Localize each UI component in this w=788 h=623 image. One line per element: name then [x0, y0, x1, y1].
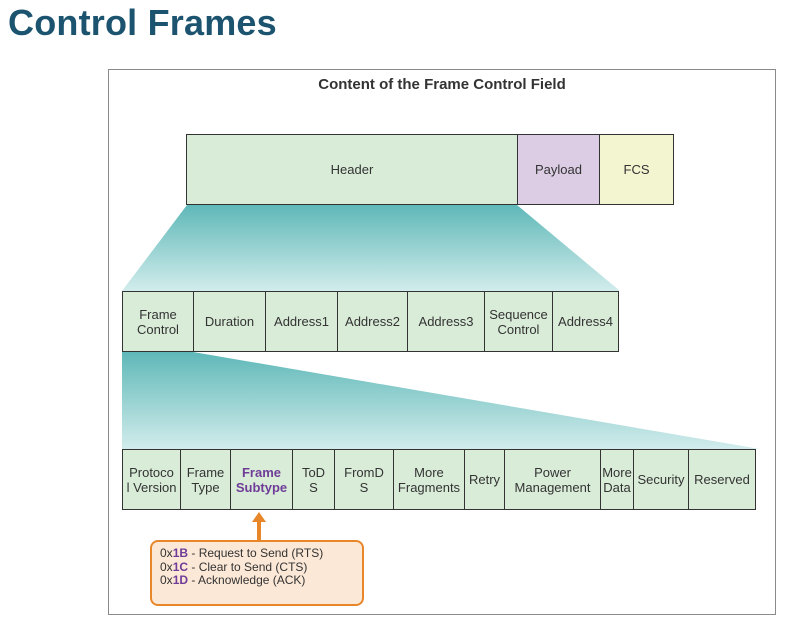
callout-text: - Clear to Send (CTS)	[188, 559, 308, 574]
callout-prefix: 0x	[160, 573, 173, 587]
header-field-address2: Address2	[337, 291, 408, 352]
header-field-address1: Address1	[265, 291, 338, 352]
header-field-address3: Address3	[407, 291, 485, 352]
callout-code: 1D	[172, 573, 189, 587]
frame-field-fcs: FCS	[599, 134, 674, 205]
frame-field-header: Header	[186, 134, 518, 205]
frame-control-expansion-funnel	[122, 352, 760, 449]
callout-code: 1C	[172, 559, 189, 574]
callout-prefix: 0x	[160, 546, 173, 560]
callout-text: - Request to Send (RTS)	[188, 546, 324, 560]
callout-line: 0x1D - Acknowledge (ACK)	[160, 573, 354, 588]
frame-control-field-retry: Retry	[464, 449, 505, 510]
callout-line: 0x1C - Clear to Send (CTS)	[160, 559, 354, 575]
frame-subtype-callout: 0x1B - Request to Send (RTS)0x1C - Clear…	[150, 540, 364, 606]
diagram-title: Content of the Frame Control Field	[318, 76, 566, 93]
page-title: Control Frames	[8, 2, 277, 43]
header-field-address4: Address4	[552, 291, 619, 352]
frame-control-field-reserved: Reserved	[688, 449, 756, 510]
callout-prefix: 0x	[160, 559, 173, 574]
frame-control-field-security: Security	[633, 449, 689, 510]
frame-field-payload: Payload	[517, 134, 600, 205]
header-field-duration: Duration	[193, 291, 266, 352]
callout-line: 0x1B - Request to Send (RTS)	[160, 546, 354, 561]
header-expansion-funnel	[122, 205, 620, 291]
arrow-up-icon	[252, 512, 266, 540]
callout-text: - Acknowledge (ACK)	[188, 573, 306, 587]
callout-code: 1B	[172, 546, 189, 560]
